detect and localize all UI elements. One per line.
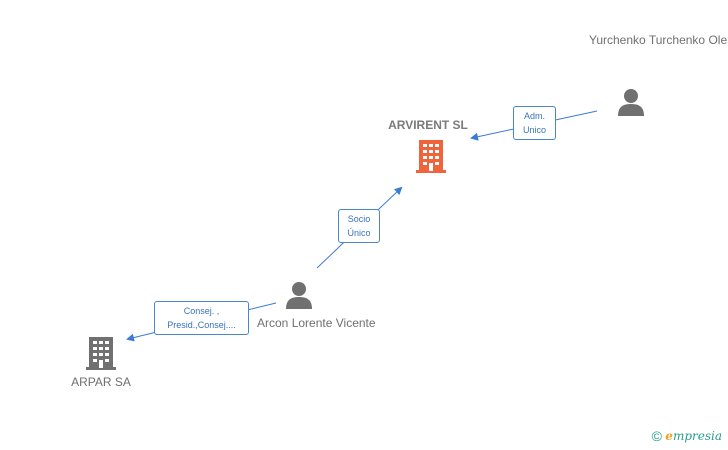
brand-rest: mpresia xyxy=(672,429,722,443)
building-icon-arpar[interactable] xyxy=(86,336,116,370)
edge-label-line-2: Único xyxy=(347,228,371,238)
edge-label-line-1: Socio xyxy=(347,214,371,224)
node-arcon-label: Arcon Lorente Vicente xyxy=(257,316,376,331)
copyright-symbol: © xyxy=(651,428,662,444)
node-arvirent-label: ARVIRENT SL xyxy=(378,118,478,133)
edge-label-line-2: Presid.,Consej.... xyxy=(167,320,236,330)
person-icon-arcon[interactable] xyxy=(285,281,313,309)
node-yurchenko-label: Yurchenko Turchenko Olena xyxy=(589,33,728,48)
edge-label-line-1: Adm. xyxy=(523,111,545,121)
company-name: ARVIRENT SL xyxy=(388,118,468,132)
company-name: ARPAR SA xyxy=(71,375,131,389)
edge-label-line-1: Consej. , xyxy=(183,306,220,316)
building-icon-arvirent[interactable] xyxy=(416,139,446,173)
person-name-line-3: Olena xyxy=(708,33,728,47)
empresia-logo: empresia xyxy=(665,429,722,443)
person-name-line-1: Arcon xyxy=(257,316,289,330)
person-name-line-1: Yurchenko xyxy=(589,33,646,47)
person-name-line-2: Lorente xyxy=(291,316,333,330)
edge-label-consej-presid[interactable]: Consej. , Presid.,Consej.... xyxy=(154,301,249,335)
person-icon-yurchenko[interactable] xyxy=(617,88,645,116)
empresia-watermark: © empresia xyxy=(652,428,722,444)
person-name-line-3: Vicente xyxy=(335,316,376,330)
edge-label-line-2: Unico xyxy=(522,125,546,135)
node-arpar-label: ARPAR SA xyxy=(51,375,151,390)
brand-initial: e xyxy=(665,429,673,443)
person-name-line-2: Turchenko xyxy=(648,33,706,47)
edge-label-socio-unico[interactable]: Socio Único xyxy=(338,209,380,243)
edge-label-adm-unico[interactable]: Adm. Unico xyxy=(513,106,556,140)
